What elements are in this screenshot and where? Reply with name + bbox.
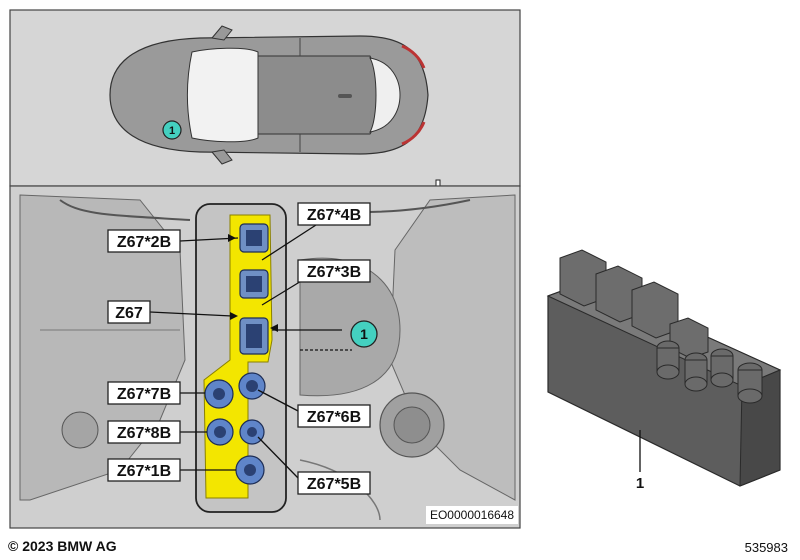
car-location-marker [162,120,182,140]
connector-z67-8b [206,418,234,446]
svg-text:Z67*4B: Z67*4B [307,207,361,224]
connector-z67-3b [239,269,269,299]
connector-z67-6b [238,372,266,400]
connector-z67-7b [204,379,234,409]
engine-location-marker [350,320,378,348]
label-z67-3b: Z67*3B [297,259,371,283]
connector-z67-main [239,317,269,355]
label-z67-8b: Z67*8B [107,420,181,444]
svg-text:Z67*2B: Z67*2B [117,234,171,251]
engine-bay-panel: 1 Z67*4B Z67*2B Z67*3B Z67 Z67*7B Z67*6B… [9,185,521,529]
label-z67-7b: Z67*7B [107,381,181,405]
label-z67-1b: Z67*1B [107,458,181,482]
svg-text:Z67*8B: Z67*8B [117,425,171,442]
label-z67-2b: Z67*2B [107,229,181,253]
car-top-view [109,25,429,165]
svg-text:Z67*3B: Z67*3B [307,264,361,281]
svg-text:Z67*1B: Z67*1B [117,463,171,480]
top-view-panel: 1 [9,9,521,205]
svg-text:Z67*5B: Z67*5B [307,476,361,493]
svg-text:Z67: Z67 [115,305,143,322]
label-z67: Z67 [107,300,151,324]
image-code: EO0000016648 [430,508,514,522]
connector-z67-5b [239,419,265,445]
connector-z67-2b [239,223,269,253]
document-number: 535983 [744,540,788,555]
part-number-label: 1 [636,475,644,492]
svg-text:Z67*6B: Z67*6B [307,409,361,426]
car-location-marker-label: 1 [169,125,175,137]
label-z67-5b: Z67*5B [297,471,371,495]
copyright-text: © 2023 BMW AG [8,538,117,554]
label-z67-6b: Z67*6B [297,404,371,428]
connector-z67-1b [235,455,265,485]
label-z67-4b: Z67*4B [297,202,371,226]
part-illustration: 1 [546,249,782,492]
engine-location-marker-label: 1 [360,326,368,342]
svg-text:Z67*7B: Z67*7B [117,386,171,403]
